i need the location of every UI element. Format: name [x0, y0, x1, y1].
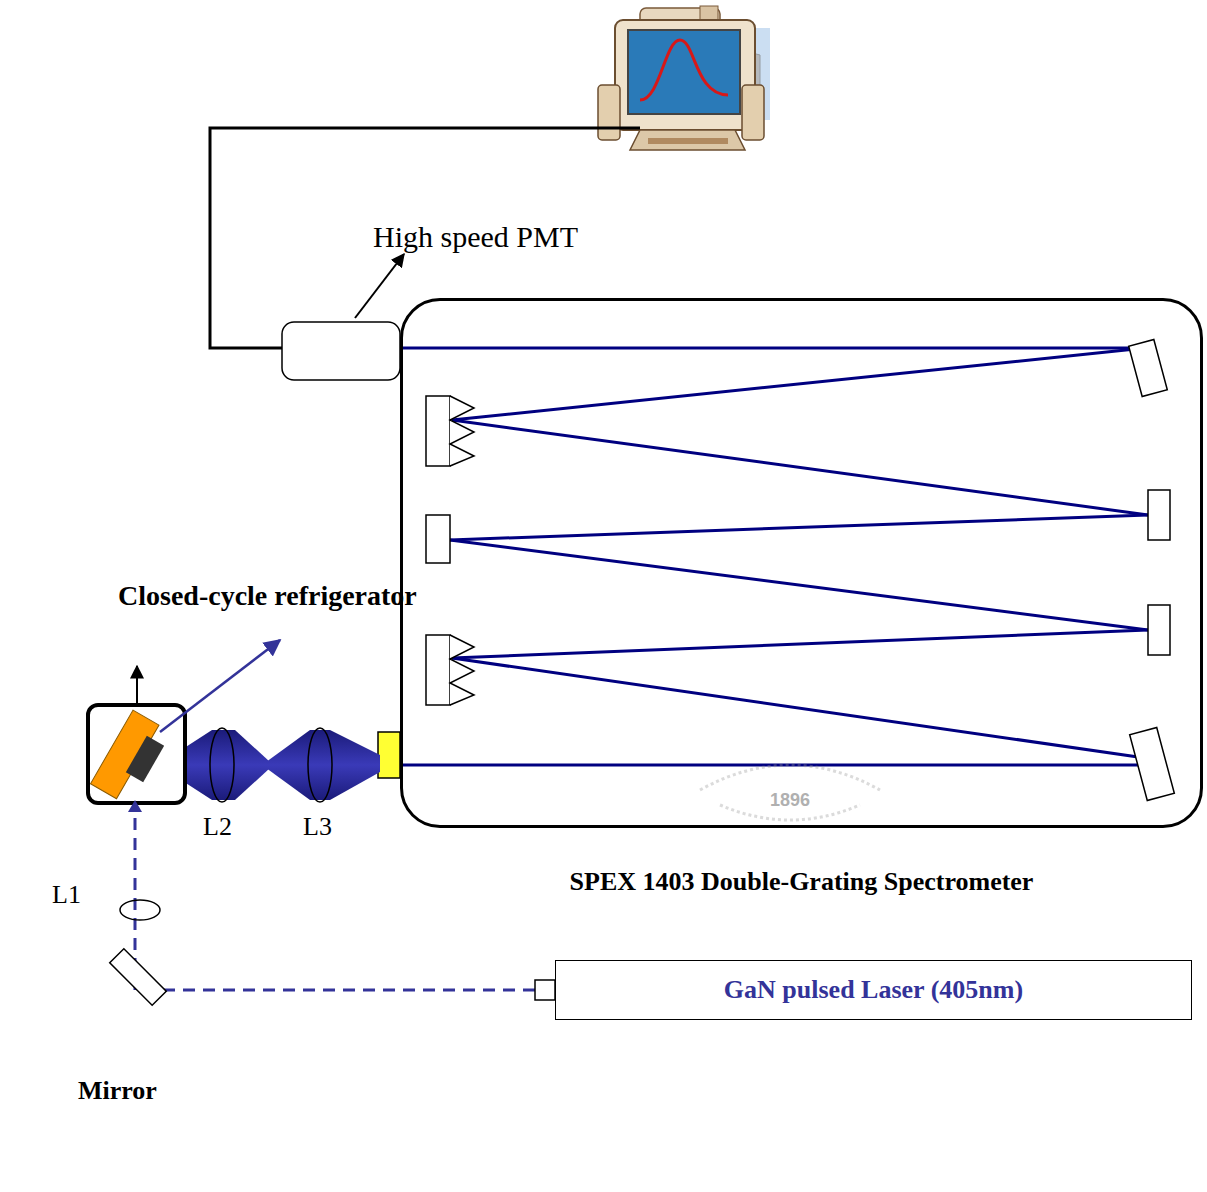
lens-l3 — [308, 728, 332, 802]
mirror-symbol — [110, 949, 167, 1006]
beam-arrowhead — [128, 800, 142, 812]
part-label: Mirror — [78, 1076, 157, 1106]
device-label: GaN pulsed Laser (405nm) — [556, 975, 1191, 1005]
laser-aperture — [535, 980, 555, 1000]
lens-label: L3 — [303, 812, 332, 842]
device-caption: SPEX 1403 Double-Grating Spectrometer — [403, 867, 1200, 897]
lens-l2 — [210, 728, 234, 802]
spectrometer-optics — [426, 340, 1174, 801]
lens-label: L2 — [203, 812, 232, 842]
entrance-slit — [378, 732, 400, 778]
part-label: High speed PMT — [373, 220, 578, 254]
callout-arrow — [355, 254, 404, 318]
lens-label: L1 — [52, 880, 81, 910]
watermark-logo — [700, 765, 880, 820]
optical-path — [400, 348, 1148, 765]
lens-l1 — [120, 900, 160, 920]
light-beam — [262, 730, 380, 800]
refrigerator — [88, 705, 185, 803]
callout-arrow — [136, 666, 138, 705]
laser-beam — [135, 812, 535, 990]
watermark: 1896 — [770, 790, 810, 811]
spectrometer-housing: SPEX 1403 Double-Grating Spectrometer — [400, 298, 1203, 828]
signal-cable — [210, 128, 640, 348]
pmt-box — [282, 322, 400, 380]
reflected-beam — [160, 640, 280, 732]
part-label: Closed-cycle refrigerator — [118, 580, 417, 612]
laser-box: GaN pulsed Laser (405nm) — [555, 960, 1192, 1020]
